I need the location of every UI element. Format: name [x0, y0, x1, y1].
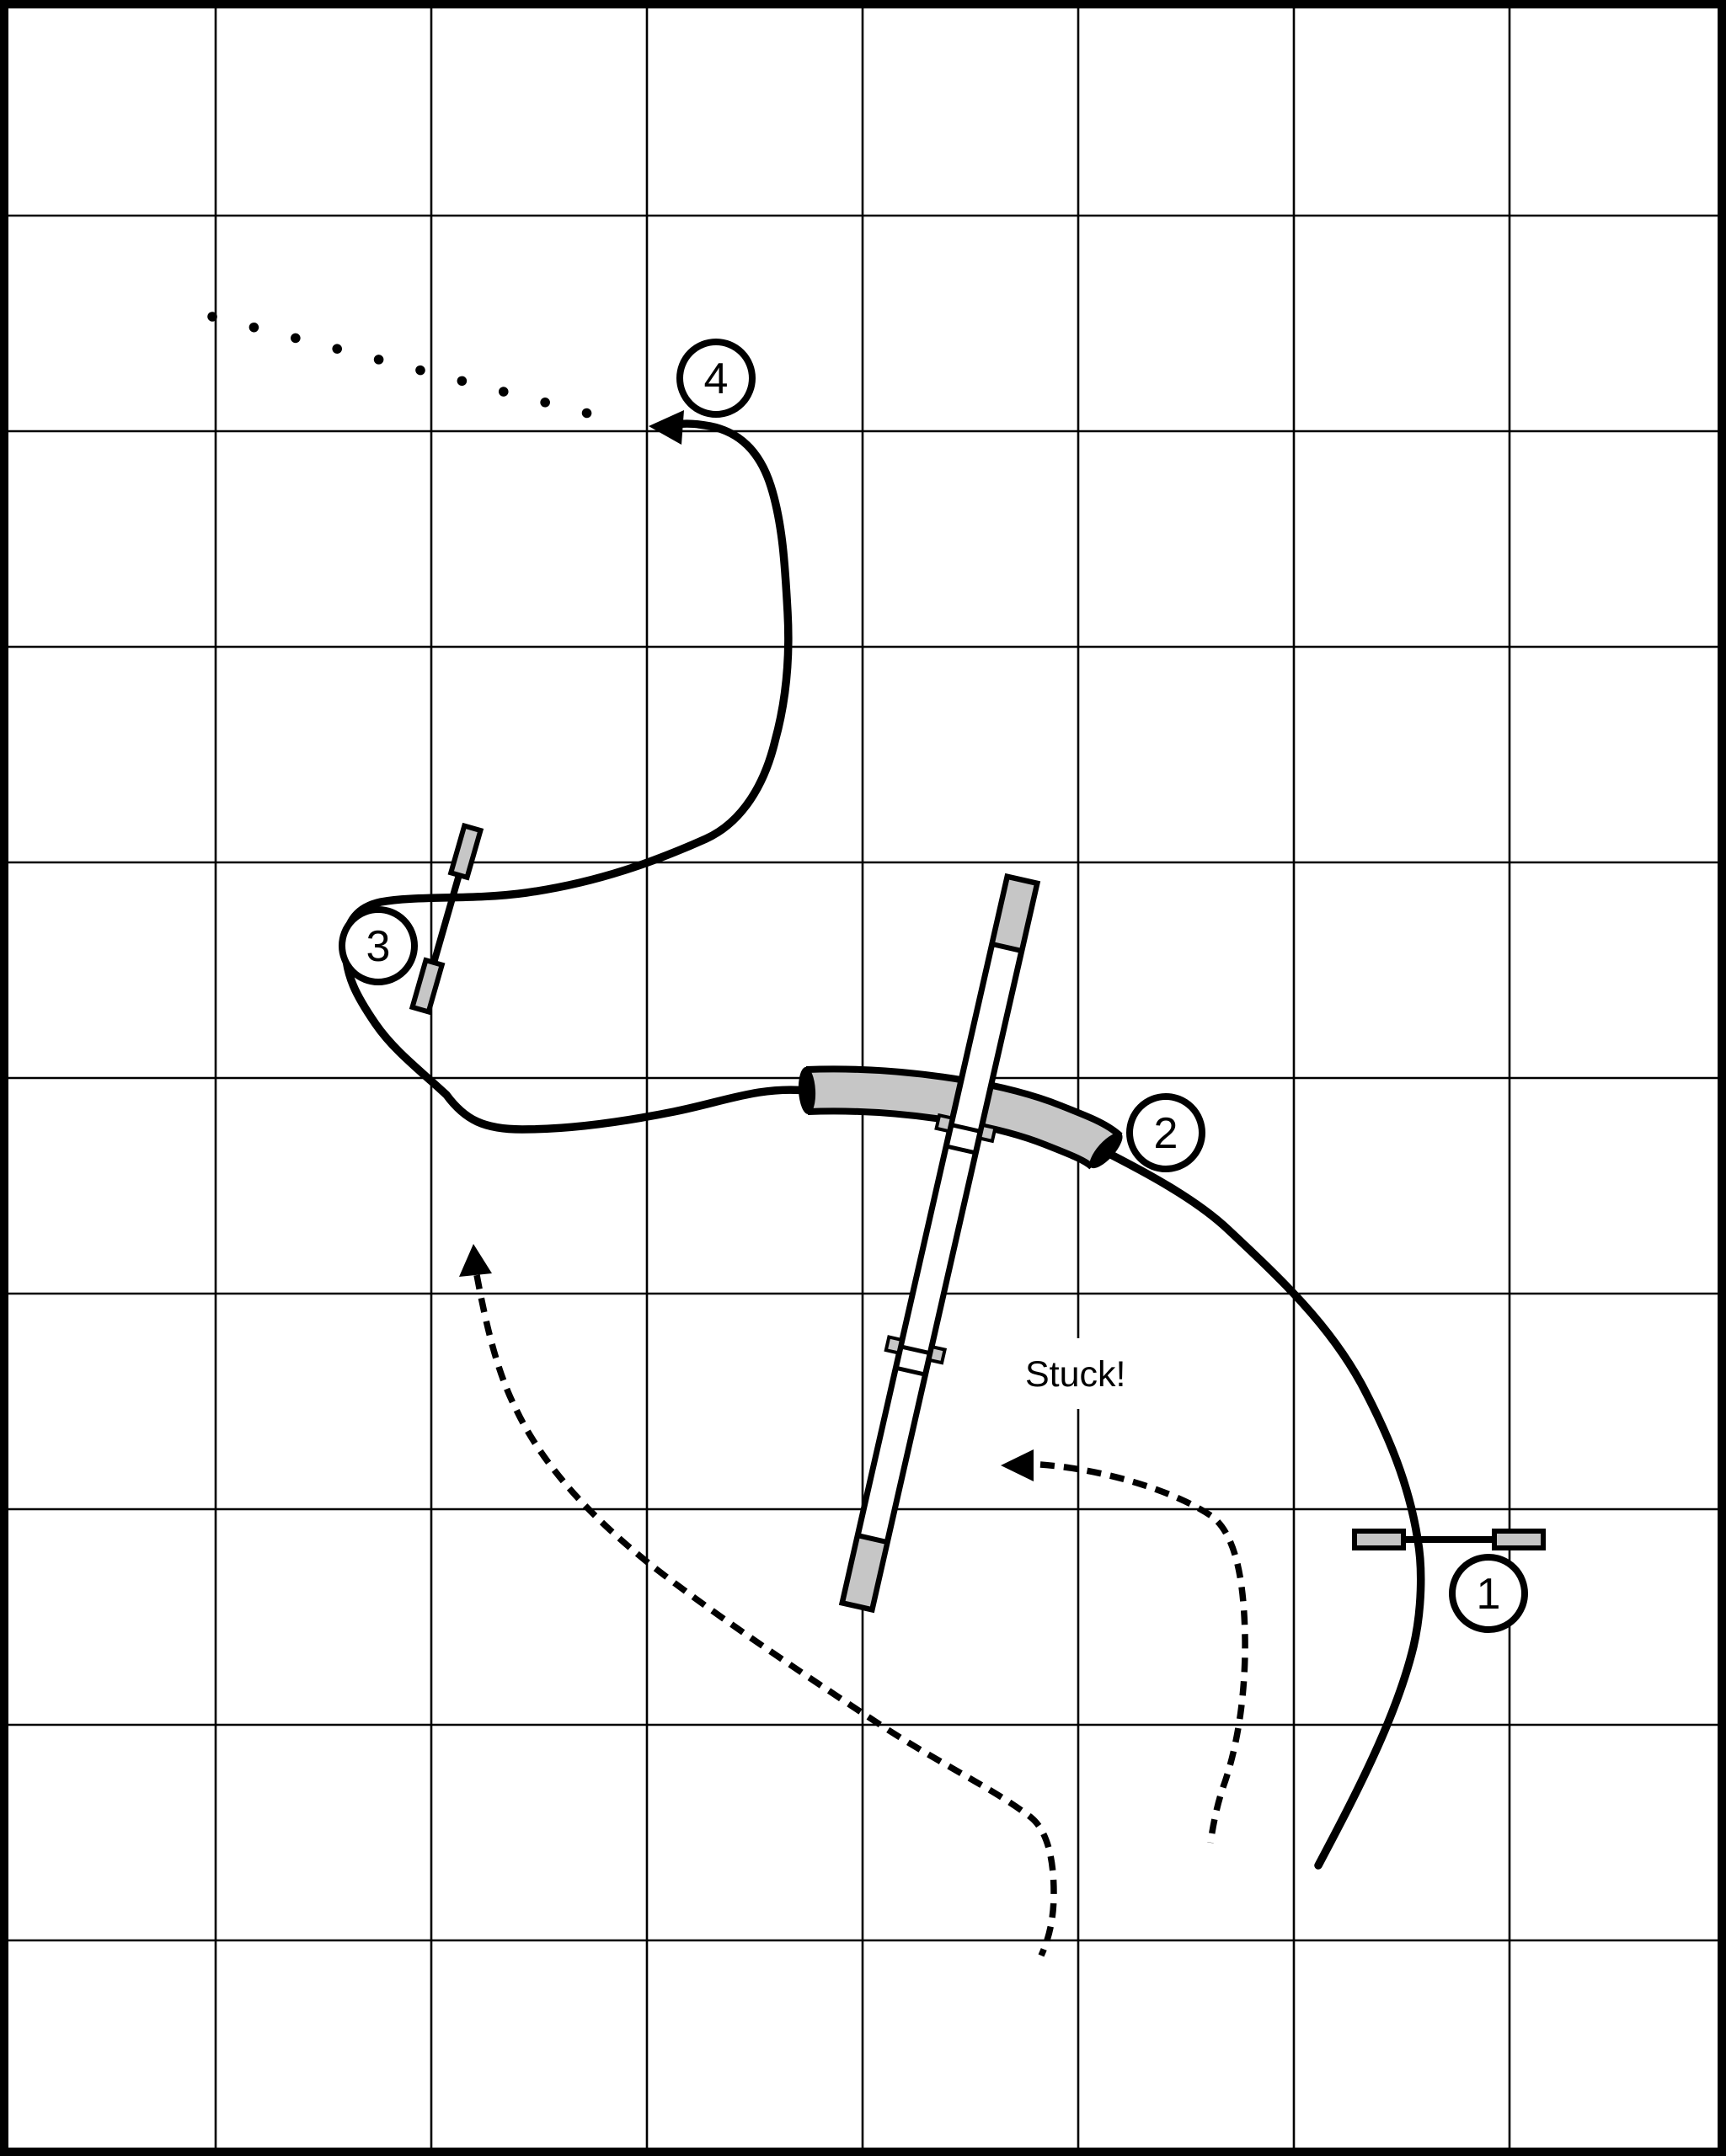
course-number-4: 4 — [676, 339, 756, 418]
handler-path-stuck-line — [1039, 1461, 1248, 1844]
handler-path-stuck — [1001, 1449, 1248, 1844]
course-number-1-circle — [1449, 1554, 1528, 1633]
course-number-3-circle — [339, 906, 418, 985]
dog-path — [341, 410, 1425, 1870]
lead-in-dotted-line — [207, 312, 633, 429]
tunnel-body — [806, 1072, 1119, 1166]
dog-walk-obstacle — [838, 873, 1041, 1614]
dog-walk-contact-zone-bottom — [839, 1532, 890, 1613]
jump-3-wing — [409, 957, 446, 1016]
stuck-annotation: Stuck! — [1013, 1338, 1126, 1409]
handler-path-main-arrowhead-icon — [459, 1244, 492, 1277]
course-number-2-label: 2 — [1154, 1109, 1178, 1158]
jump-1-wing — [1352, 1529, 1406, 1550]
course-number-4-label: 4 — [704, 355, 729, 403]
course-number-4-circle — [676, 339, 756, 418]
course-number-1: 1 — [1449, 1554, 1528, 1633]
tunnel-obstacle — [798, 1065, 1123, 1171]
jump-3-obstacle — [409, 822, 484, 1016]
course-number-3: 3 — [339, 906, 418, 985]
dog-walk-plank-junction — [945, 1144, 976, 1155]
handler-path-main — [459, 1244, 1057, 1957]
dog-path-arrowhead-icon — [649, 410, 684, 445]
handler-path-main-line — [473, 1274, 1057, 1957]
course-number-2: 2 — [1126, 1093, 1205, 1172]
stuck-annotation-text: Stuck! — [1025, 1354, 1126, 1395]
dog-walk-support-tab — [977, 1123, 997, 1144]
dog-walk-support-tab — [927, 1344, 948, 1365]
course-number-3-label: 3 — [366, 922, 391, 971]
tunnel-right-opening — [1089, 1132, 1123, 1169]
stuck-annotation-background — [1013, 1338, 1126, 1409]
dog-walk-contact-zone-top — [989, 873, 1040, 954]
jump-3-wing — [447, 822, 484, 881]
dog-walk-support-tab — [934, 1113, 954, 1134]
dog-path-line — [341, 419, 1425, 1870]
tunnel-left-opening — [798, 1067, 816, 1114]
jump-1-wing — [1492, 1529, 1546, 1550]
dog-walk-support-tab — [884, 1335, 904, 1355]
jump-1-obstacle — [1352, 1529, 1546, 1550]
handler-path-stuck-arrowhead-icon — [1001, 1449, 1034, 1481]
course-number-2-circle — [1126, 1093, 1205, 1172]
dog-walk-plank-junction — [895, 1365, 927, 1377]
course-number-1-label: 1 — [1477, 1570, 1501, 1619]
